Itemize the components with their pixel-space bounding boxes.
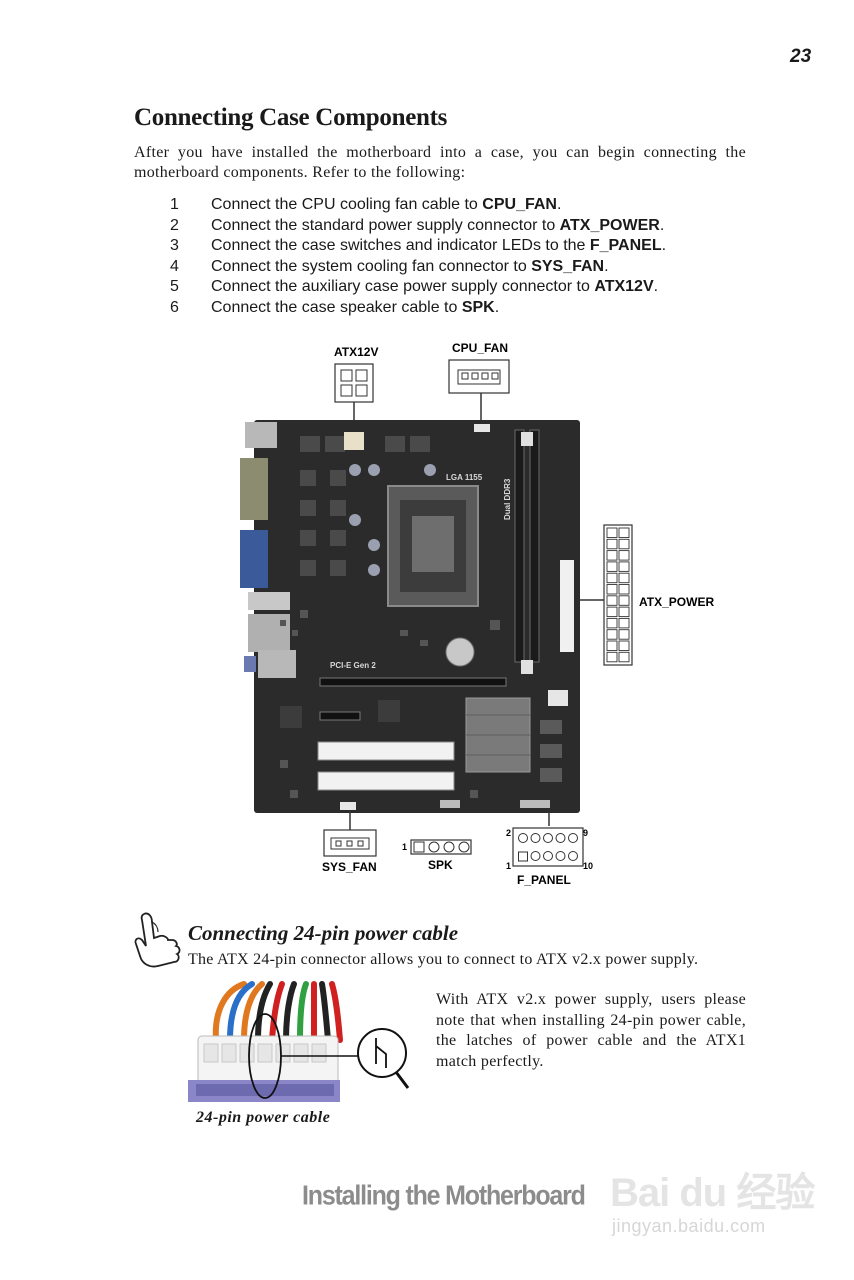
atx-power-pin — [606, 651, 618, 663]
fpanel-pin-1-label: 1 — [506, 861, 511, 871]
atx-power-pin — [618, 584, 630, 595]
image-caption: 24-pin power cable — [196, 1109, 331, 1126]
fpanel-pin — [568, 851, 578, 861]
fpanel-pin-2-label: 2 — [506, 828, 511, 838]
atx-power-pin — [606, 572, 618, 584]
footer-title: Installing the Motherboard — [302, 1180, 586, 1212]
fpanel-pin — [518, 851, 528, 862]
atx-power-pin — [606, 538, 618, 550]
intro-paragraph: After you have installed the motherboard… — [134, 144, 746, 181]
board-pcie-text: PCI-E Gen 2 — [330, 661, 376, 670]
atx-power-pin — [618, 629, 630, 640]
atx-power-pin — [618, 538, 630, 550]
watermark-url: jingyan.baidu.com — [612, 1216, 766, 1236]
atx-power-pin — [606, 595, 618, 606]
atx-power-pin — [618, 640, 630, 651]
fpanel-pin — [530, 833, 541, 843]
fpanel-pin — [568, 833, 578, 843]
atx-power-pin — [606, 584, 618, 595]
note-text: The ATX 24-pin connector allows you to c… — [188, 951, 699, 968]
atx-power-pin — [618, 572, 630, 584]
atx-power-pin — [618, 550, 630, 561]
fpanel-pin — [530, 851, 541, 861]
pointing-hand-icon — [134, 912, 181, 968]
magnifier-icon — [357, 1028, 407, 1078]
cpu-fan-connector-icon — [448, 359, 510, 394]
board-ddr-text: Dual DDR3 — [503, 478, 512, 520]
atx12v-label: ATX12V — [334, 345, 378, 359]
fpanel-pin — [543, 851, 553, 861]
atx-power-pin — [618, 595, 630, 606]
spk-connector-icon — [410, 839, 472, 855]
f-panel-label: F_PANEL — [517, 873, 571, 887]
sys-fan-connector-icon — [323, 829, 377, 857]
atx-power-pin — [618, 617, 630, 629]
fpanel-pin — [543, 833, 553, 843]
fpanel-pin-10-label: 10 — [583, 861, 593, 871]
atx-power-label: ATX_POWER — [639, 595, 714, 609]
fpanel-pin — [555, 851, 566, 861]
atx-power-pin — [606, 606, 618, 618]
watermark-logo: Bai du 经验 — [610, 1171, 815, 1215]
atx-power-pin — [606, 550, 618, 561]
page-number: 23 — [790, 46, 812, 67]
spk-pin-1-label: 1 — [402, 842, 407, 852]
note-detail: With ATX v2.x power supply, users please… — [436, 991, 746, 1070]
atx-power-pin — [606, 629, 618, 640]
note-title: Connecting 24-pin power cable — [188, 921, 459, 945]
atx-power-pin — [606, 640, 618, 651]
board-socket-text: LGA 1155 — [446, 473, 483, 482]
fpanel-pin — [518, 833, 528, 843]
atx-power-pin — [606, 617, 618, 629]
power-cable-illustration — [188, 981, 410, 1102]
spk-label: SPK — [428, 858, 453, 872]
sys-fan-label: SYS_FAN — [322, 860, 377, 874]
atx-power-pin — [618, 606, 630, 618]
atx-power-pin — [618, 561, 630, 572]
motherboard-diagram: ATX12V CPU_FAN LGA 1155 — [240, 341, 714, 887]
atx-power-pin — [618, 527, 630, 538]
section-title: Connecting Case Components — [134, 104, 448, 131]
atx-power-pin — [606, 527, 618, 538]
atx-power-pin — [606, 561, 618, 572]
fpanel-pin-9-label: 9 — [583, 828, 588, 838]
fpanel-pin — [555, 833, 566, 843]
atx-power-pin — [618, 651, 630, 663]
cpu-fan-label: CPU_FAN — [452, 341, 508, 355]
